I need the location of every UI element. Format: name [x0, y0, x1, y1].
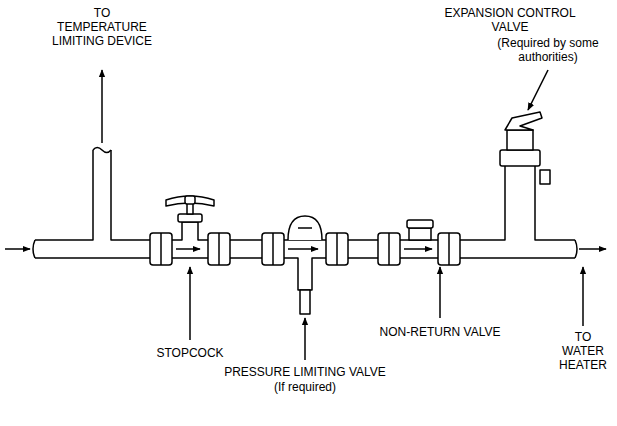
part-label: TO WATER HEATER [553, 330, 613, 372]
flow-arrow [404, 248, 432, 250]
leader-arrow [528, 70, 548, 110]
label-box: (If required) [245, 377, 365, 395]
label-box: TO TEMPERATURE LIMITING DEVICE [52, 6, 152, 49]
union-nut [208, 233, 230, 265]
flow-arrow [176, 248, 200, 250]
valve-body [284, 240, 326, 290]
pipe [35, 150, 152, 258]
label-box: EXPANSION CONTROL VALVE [440, 6, 580, 35]
leader-arrow [582, 267, 584, 326]
part-label: (If required) [274, 380, 336, 394]
part-label: NON-RETURN VALVE [380, 325, 501, 339]
leader-arrow [101, 70, 103, 143]
label-box: (Required by some authorities) [492, 36, 604, 65]
part-label: EXPANSION CONTROL VALVE [440, 6, 580, 34]
union-nut [150, 233, 172, 265]
pipe-break [93, 148, 111, 153]
label-box: NON-RETURN VALVE [360, 322, 520, 340]
label-box: PRESSURE LIMITING VALVE [195, 362, 415, 380]
label-box: TO WATER HEATER [553, 330, 613, 373]
part-label: (Required by some authorities) [492, 36, 604, 64]
stopcock-handle [166, 196, 214, 206]
label-box: STOPCOCK [130, 343, 250, 361]
leader-arrow [439, 267, 441, 318]
valve-dome [288, 216, 322, 240]
valve-body [400, 240, 438, 258]
flow-arrow [579, 248, 606, 250]
union-nut [326, 233, 348, 265]
part-label: TO TEMPERATURE LIMITING DEVICE [52, 6, 152, 48]
union-nut [262, 233, 284, 265]
part-label: STOPCOCK [156, 346, 223, 360]
union-nut [378, 233, 400, 265]
valve-cap [409, 228, 431, 240]
leader-arrow [304, 318, 306, 360]
flow-arrow [5, 248, 30, 250]
pipe [460, 165, 575, 258]
valve-lever [505, 112, 542, 130]
part-label: PRESSURE LIMITING VALVE [224, 365, 386, 379]
stopcock-body [172, 222, 208, 258]
flow-arrow [288, 248, 318, 250]
valve-body [507, 130, 533, 150]
valve-body [500, 150, 540, 166]
union-nut [438, 233, 460, 265]
leader-arrow [189, 267, 191, 340]
